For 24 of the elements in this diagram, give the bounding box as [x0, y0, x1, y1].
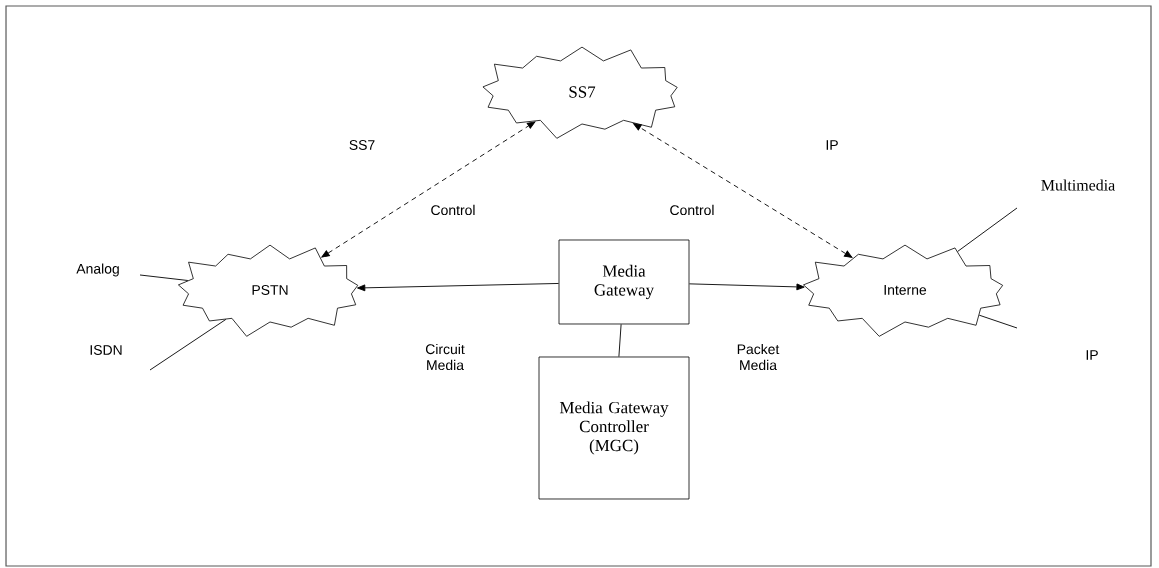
text-label: IP: [1086, 350, 1098, 360]
text-label: Multimedia: [1041, 179, 1115, 191]
text-label: Packet Media: [737, 343, 780, 371]
connector-line: [618, 323, 622, 358]
burst-cloud: SS7: [482, 46, 678, 139]
arrow: [357, 283, 560, 292]
text-label: ISDN: [90, 345, 122, 355]
text-label: IP: [826, 140, 838, 150]
connector-line: [139, 274, 189, 281]
process-box: Media Gateway: [558, 239, 690, 325]
text-label: SS7: [349, 140, 375, 150]
text-label: Control: [670, 204, 714, 216]
text-label: Circuit Media: [425, 343, 465, 371]
connector-line: [149, 319, 227, 371]
arrow: [688, 283, 805, 291]
arrow: [321, 121, 536, 258]
connector-line: [957, 207, 1018, 252]
burst-cloud: Interne: [803, 244, 1004, 337]
text-label: Analog: [76, 263, 119, 277]
burst-cloud: PSTN: [178, 244, 359, 337]
connector-line: [978, 314, 1018, 329]
text-label: Control: [431, 204, 475, 216]
arrow: [633, 123, 853, 258]
process-box: Media Gateway Controller (MGC): [538, 356, 690, 500]
